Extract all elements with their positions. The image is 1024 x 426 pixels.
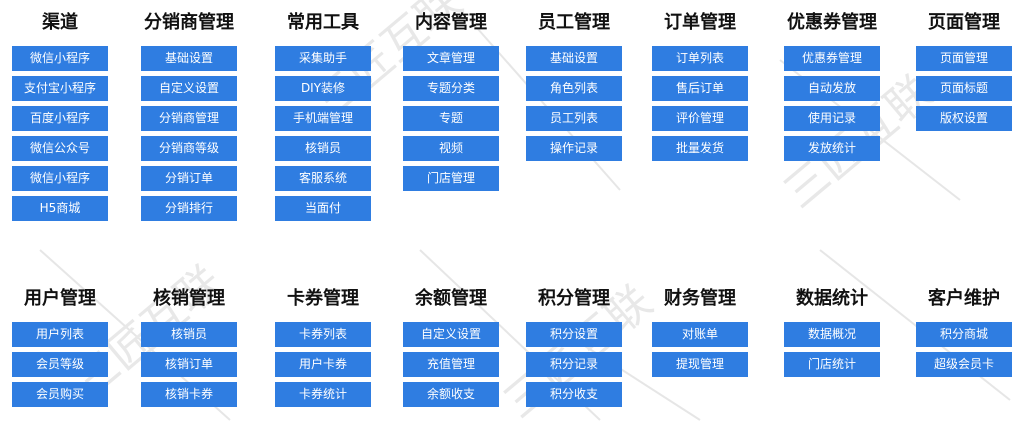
menu-item-button[interactable]: 分销排行 <box>141 196 237 221</box>
menu-item-button[interactable]: 员工列表 <box>526 106 622 131</box>
menu-item-button[interactable]: 卡券列表 <box>275 322 371 347</box>
menu-group: 分销商管理基础设置自定义设置分销商管理分销商等级分销订单分销排行 <box>139 12 239 226</box>
menu-group-title: 分销商管理 <box>144 12 234 33</box>
menu-item-button[interactable]: 充值管理 <box>403 352 499 377</box>
menu-item-button[interactable]: 自定义设置 <box>403 322 499 347</box>
menu-item-button[interactable]: 采集助手 <box>275 46 371 71</box>
menu-item-button[interactable]: 会员等级 <box>12 352 108 377</box>
menu-item-button[interactable]: 分销订单 <box>141 166 237 191</box>
menu-group: 用户管理用户列表会员等级会员购买 <box>10 288 110 412</box>
menu-group-title: 用户管理 <box>24 288 96 309</box>
menu-item-button[interactable]: 积分设置 <box>526 322 622 347</box>
menu-item-button[interactable]: 微信小程序 <box>12 166 108 191</box>
menu-item-button[interactable]: 核销员 <box>141 322 237 347</box>
menu-group: 财务管理对账单提现管理 <box>650 288 750 382</box>
menu-group-title: 订单管理 <box>664 12 736 33</box>
menu-item-button[interactable]: 微信公众号 <box>12 136 108 161</box>
menu-item-button[interactable]: 门店管理 <box>403 166 499 191</box>
menu-group-title: 客户维护 <box>928 288 1000 309</box>
menu-group-title: 卡券管理 <box>287 288 359 309</box>
menu-group-title: 员工管理 <box>538 12 610 33</box>
menu-group-title: 优惠券管理 <box>787 12 877 33</box>
menu-group: 客户维护积分商城超级会员卡 <box>914 288 1014 382</box>
menu-item-button[interactable]: 用户列表 <box>12 322 108 347</box>
menu-item-button[interactable]: 订单列表 <box>652 46 748 71</box>
menu-group: 内容管理文章管理专题分类专题视频门店管理 <box>401 12 501 196</box>
menu-item-button[interactable]: 自动发放 <box>784 76 880 101</box>
menu-item-button[interactable]: 分销商管理 <box>141 106 237 131</box>
menu-item-button[interactable]: 数据概况 <box>784 322 880 347</box>
menu-item-button[interactable]: 超级会员卡 <box>916 352 1012 377</box>
menu-item-button[interactable]: 提现管理 <box>652 352 748 377</box>
menu-group: 数据统计数据概况门店统计 <box>782 288 882 382</box>
menu-group: 员工管理基础设置角色列表员工列表操作记录 <box>524 12 624 166</box>
menu-item-button[interactable]: 核销订单 <box>141 352 237 377</box>
menu-item-button[interactable]: 对账单 <box>652 322 748 347</box>
menu-item-button[interactable]: 卡券统计 <box>275 382 371 407</box>
menu-item-button[interactable]: 操作记录 <box>526 136 622 161</box>
menu-item-button[interactable]: 支付宝小程序 <box>12 76 108 101</box>
menu-group-title: 数据统计 <box>796 288 868 309</box>
menu-group-title: 积分管理 <box>538 288 610 309</box>
menu-item-button[interactable]: 页面标题 <box>916 76 1012 101</box>
menu-item-button[interactable]: 积分收支 <box>526 382 622 407</box>
menu-item-button[interactable]: 分销商等级 <box>141 136 237 161</box>
menu-group-title: 渠道 <box>42 12 78 33</box>
menu-group: 优惠券管理优惠券管理自动发放使用记录发放统计 <box>782 12 882 166</box>
menu-item-button[interactable]: 专题分类 <box>403 76 499 101</box>
menu-item-button[interactable]: 页面管理 <box>916 46 1012 71</box>
menu-group-title: 财务管理 <box>664 288 736 309</box>
menu-item-button[interactable]: 会员购买 <box>12 382 108 407</box>
menu-item-button[interactable]: 版权设置 <box>916 106 1012 131</box>
menu-group-title: 常用工具 <box>287 12 359 33</box>
menu-item-button[interactable]: 核销员 <box>275 136 371 161</box>
menu-group: 余额管理自定义设置充值管理余额收支 <box>401 288 501 412</box>
menu-item-button[interactable]: 积分记录 <box>526 352 622 377</box>
menu-group: 页面管理页面管理页面标题版权设置 <box>914 12 1014 136</box>
menu-group: 常用工具采集助手 DIY装修手机端管理核销员客服系统当面付 <box>273 12 373 226</box>
menu-item-button[interactable]: 核销卡券 <box>141 382 237 407</box>
menu-item-button[interactable]: 自定义设置 <box>141 76 237 101</box>
menu-item-button[interactable]: 积分商城 <box>916 322 1012 347</box>
menu-item-button[interactable]: 用户卡券 <box>275 352 371 377</box>
menu-item-button[interactable]: DIY装修 <box>275 76 371 101</box>
menu-item-button[interactable]: 专题 <box>403 106 499 131</box>
menu-item-button[interactable]: 基础设置 <box>141 46 237 71</box>
menu-item-button[interactable]: 百度小程序 <box>12 106 108 131</box>
menu-group: 核销管理核销员核销订单核销卡券 <box>139 288 239 412</box>
menu-item-button[interactable]: 评价管理 <box>652 106 748 131</box>
menu-item-button[interactable]: 文章管理 <box>403 46 499 71</box>
menu-group-title: 内容管理 <box>415 12 487 33</box>
menu-group-title: 核销管理 <box>153 288 225 309</box>
menu-group-title: 页面管理 <box>928 12 1000 33</box>
menu-item-button[interactable]: 当面付 <box>275 196 371 221</box>
menu-item-button[interactable]: 手机端管理 <box>275 106 371 131</box>
menu-item-button[interactable]: 余额收支 <box>403 382 499 407</box>
menu-item-button[interactable]: 角色列表 <box>526 76 622 101</box>
menu-item-button[interactable]: 发放统计 <box>784 136 880 161</box>
menu-group: 订单管理订单列表售后订单评价管理批量发货 <box>650 12 750 166</box>
menu-item-button[interactable]: 使用记录 <box>784 106 880 131</box>
menu-item-button[interactable]: 售后订单 <box>652 76 748 101</box>
menu-group-title: 余额管理 <box>415 288 487 309</box>
menu-item-button[interactable]: 批量发货 <box>652 136 748 161</box>
menu-item-button[interactable]: 优惠券管理 <box>784 46 880 71</box>
menu-group: 积分管理积分设置积分记录积分收支 <box>524 288 624 412</box>
menu-item-button[interactable]: 基础设置 <box>526 46 622 71</box>
menu-item-button[interactable]: 客服系统 <box>275 166 371 191</box>
menu-item-button[interactable]: 视频 <box>403 136 499 161</box>
menu-group: 卡券管理卡券列表用户卡券卡券统计 <box>273 288 373 412</box>
menu-item-button[interactable]: 门店统计 <box>784 352 880 377</box>
menu-item-button[interactable]: 微信小程序 <box>12 46 108 71</box>
menu-item-button[interactable]: H5商城 <box>12 196 108 221</box>
